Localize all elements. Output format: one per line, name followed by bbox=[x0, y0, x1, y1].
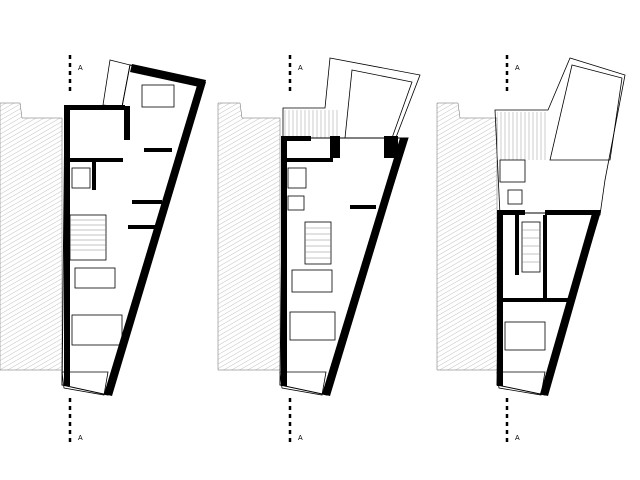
exterior-wall-right bbox=[540, 210, 601, 396]
floor-plan-1: A A bbox=[0, 55, 206, 442]
interior-wall bbox=[350, 205, 376, 209]
interior-wall bbox=[543, 215, 547, 300]
bay-window bbox=[279, 371, 327, 396]
floor-plan-2: A A bbox=[217, 55, 421, 442]
exterior-wall-right bbox=[322, 138, 408, 396]
section-marker-label: A bbox=[78, 435, 83, 442]
shower bbox=[287, 167, 307, 189]
exterior-wall-left bbox=[64, 107, 70, 386]
dining-table bbox=[291, 269, 333, 293]
neighbor-building-hatch bbox=[436, 102, 498, 371]
interior-wall bbox=[132, 200, 162, 204]
terrace-decking bbox=[283, 110, 338, 138]
staircase bbox=[521, 221, 541, 273]
interior-wall bbox=[283, 158, 333, 162]
elevator bbox=[507, 189, 523, 205]
sofa bbox=[71, 314, 123, 346]
interior-wall bbox=[144, 148, 172, 152]
exterior-wall-bedroom bbox=[130, 64, 206, 88]
exterior-wall-top bbox=[497, 210, 525, 215]
exterior-wall-right bbox=[104, 82, 206, 396]
staircase bbox=[69, 214, 107, 261]
section-marker-label: A bbox=[78, 65, 83, 72]
skylight bbox=[549, 64, 623, 161]
interior-wall bbox=[384, 136, 398, 158]
exterior-wall-top bbox=[64, 105, 125, 110]
interior-wall bbox=[92, 160, 96, 190]
exterior-wall-top bbox=[281, 136, 311, 141]
interior-wall bbox=[515, 215, 519, 275]
elevator bbox=[287, 195, 305, 211]
interior-wall bbox=[330, 136, 340, 158]
shower bbox=[71, 167, 91, 189]
section-marker-label: A bbox=[515, 435, 520, 442]
section-marker-label: A bbox=[298, 435, 303, 442]
bay-window bbox=[496, 371, 546, 396]
interior-wall bbox=[500, 298, 570, 302]
neighbor-building-hatch bbox=[0, 102, 63, 371]
exterior-wall-top bbox=[545, 210, 595, 215]
neighbor-building-hatch bbox=[217, 102, 281, 371]
interior-wall bbox=[124, 106, 130, 140]
terrace-decking bbox=[497, 112, 547, 160]
dining-table bbox=[74, 267, 116, 289]
sofa bbox=[289, 311, 336, 341]
staircase bbox=[304, 221, 332, 265]
bed bbox=[504, 321, 546, 351]
section-marker-label: A bbox=[298, 65, 303, 72]
bed bbox=[141, 84, 175, 108]
floor-plan-3: A A bbox=[436, 55, 626, 442]
interior-wall bbox=[128, 225, 156, 229]
terrace-planter bbox=[344, 69, 413, 139]
section-marker-label: A bbox=[515, 65, 520, 72]
bay-window bbox=[61, 371, 109, 396]
exterior-wall-left bbox=[281, 136, 287, 386]
planter bbox=[499, 159, 526, 183]
